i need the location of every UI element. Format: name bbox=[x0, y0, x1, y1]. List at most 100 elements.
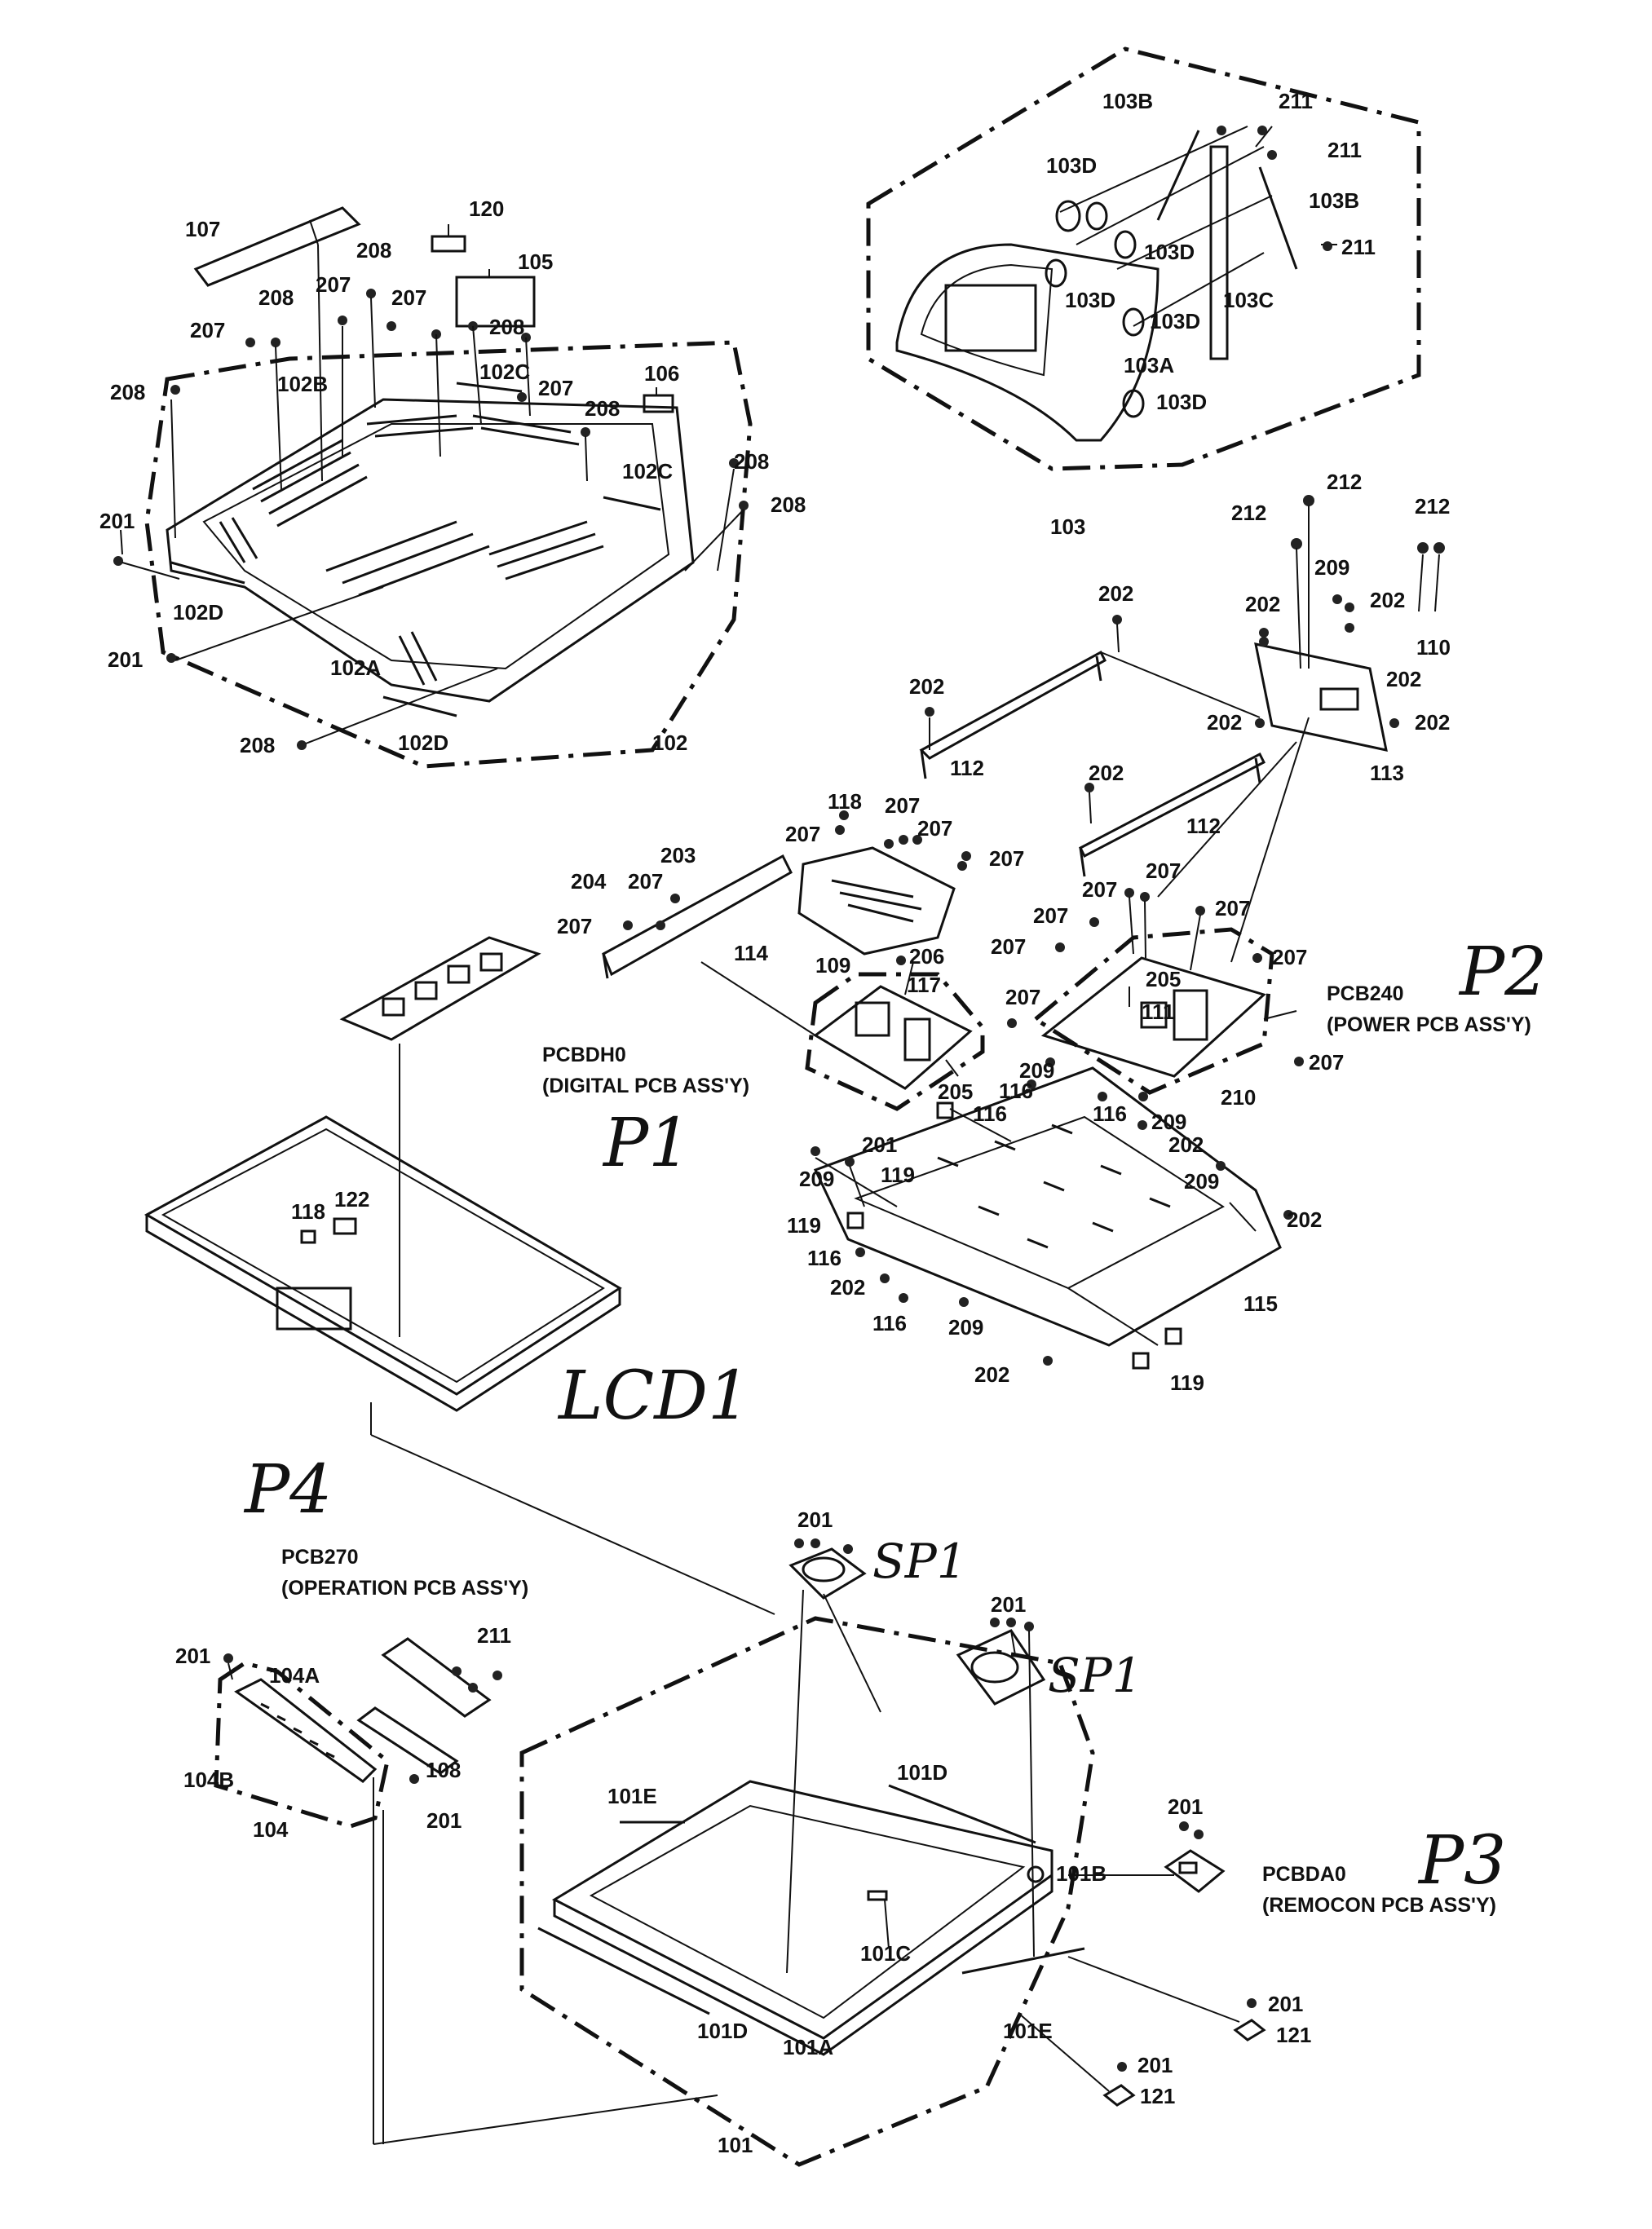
handwritten-p4: P4 bbox=[243, 1451, 332, 1529]
label-104: 104 bbox=[253, 1817, 289, 1842]
label-207: 207 bbox=[1146, 858, 1181, 883]
front-bezel-101a bbox=[551, 1780, 1053, 2040]
label-105 bbox=[455, 276, 536, 328]
label-208: 208 bbox=[771, 492, 806, 517]
power-pcb-group bbox=[1007, 888, 1304, 1095]
label-105: 105 bbox=[518, 249, 553, 274]
handwritten-sp1: SP1 bbox=[872, 1534, 967, 1589]
label-116: 116 bbox=[872, 1311, 907, 1335]
label-212: 212 bbox=[1327, 470, 1362, 494]
label-109: 109 bbox=[815, 953, 850, 978]
power-pcb-boundary bbox=[1031, 927, 1274, 1095]
chassis-brackets bbox=[602, 810, 971, 979]
label-207: 207 bbox=[316, 272, 351, 297]
label-201: 201 bbox=[426, 1808, 462, 1833]
label-207: 207 bbox=[1272, 945, 1307, 969]
handwritten-lcd1: LCD1 bbox=[557, 1357, 750, 1435]
bracket-114 bbox=[602, 854, 793, 977]
label-121: 121 bbox=[1276, 2023, 1311, 2047]
label-212: 212 bbox=[1415, 494, 1450, 519]
label-122: 122 bbox=[334, 1187, 369, 1212]
label-207: 207 bbox=[190, 318, 225, 342]
label-201: 201 bbox=[991, 1592, 1026, 1617]
label-201: 201 bbox=[175, 1644, 210, 1668]
label-101b: 101B bbox=[1056, 1861, 1106, 1886]
stand-rod-103b bbox=[1156, 130, 1200, 221]
label-101c: 101C bbox=[860, 1941, 911, 1966]
main-chassis-115 bbox=[811, 1057, 1293, 1370]
label-207: 207 bbox=[1309, 1050, 1344, 1075]
label-202: 202 bbox=[830, 1275, 865, 1300]
label-102b: 102B bbox=[277, 372, 328, 396]
label-104a: 104A bbox=[269, 1663, 320, 1688]
pcbda0-name: (REMOCON PCB ASS'Y) bbox=[1262, 1894, 1496, 1917]
label-202: 202 bbox=[1415, 710, 1450, 735]
label-201: 201 bbox=[862, 1132, 897, 1157]
label-102: 102 bbox=[652, 730, 687, 755]
handwritten-p1: P1 bbox=[602, 1105, 691, 1182]
front-cabinet-boundary bbox=[519, 1616, 1095, 2167]
label-108: 108 bbox=[426, 1758, 461, 1782]
label-201: 201 bbox=[797, 1507, 833, 1532]
label-207: 207 bbox=[989, 846, 1024, 871]
label-207: 207 bbox=[391, 285, 426, 310]
bracket-121-lower bbox=[1102, 2084, 1136, 2107]
handwritten-p2: P2 bbox=[1458, 934, 1547, 1011]
label-210: 210 bbox=[1221, 1085, 1256, 1110]
label-208: 208 bbox=[356, 238, 391, 263]
label-201: 201 bbox=[1137, 2053, 1173, 2077]
label-101a: 101A bbox=[783, 2035, 833, 2059]
handwritten-p3: P3 bbox=[1417, 1822, 1506, 1900]
label-201: 201 bbox=[99, 509, 135, 533]
lcd-panel bbox=[144, 1115, 622, 1396]
label-206: 206 bbox=[909, 944, 944, 969]
speakers-group bbox=[786, 1538, 1046, 1974]
label-202: 202 bbox=[909, 674, 944, 699]
label-202: 202 bbox=[1245, 592, 1280, 616]
bracket-112-lower bbox=[1078, 752, 1266, 858]
label-119: 119 bbox=[1170, 1371, 1204, 1395]
rear-cabinet-group bbox=[113, 206, 753, 769]
label-202: 202 bbox=[1386, 667, 1421, 691]
label-209: 209 bbox=[1184, 1169, 1219, 1194]
label-208: 208 bbox=[489, 315, 524, 339]
label-103: 103 bbox=[1050, 514, 1085, 539]
label-207: 207 bbox=[557, 914, 592, 938]
label-121: 121 bbox=[1140, 2084, 1175, 2108]
label-211: 211 bbox=[1279, 89, 1313, 113]
label-112: 112 bbox=[950, 756, 984, 780]
label-207: 207 bbox=[628, 869, 663, 894]
label-202: 202 bbox=[1370, 588, 1405, 612]
label-201: 201 bbox=[108, 647, 143, 672]
label-102c: 102C bbox=[479, 360, 530, 384]
label-207: 207 bbox=[991, 934, 1026, 959]
label-120 bbox=[431, 235, 466, 253]
handwritten-annotations: P1 P2 P3 P4 LCD1 SP1 SP1 bbox=[243, 934, 1547, 1900]
pcbda0-code: PCBDA0 bbox=[1262, 1863, 1346, 1886]
label-101d: 101D bbox=[897, 1760, 947, 1785]
operation-group bbox=[214, 1637, 718, 2145]
handwritten-sp1: SP1 bbox=[1048, 1648, 1142, 1703]
chassis-plate bbox=[813, 1066, 1282, 1347]
button-bar-104a bbox=[234, 1678, 378, 1783]
label-117: 117 bbox=[907, 973, 941, 997]
pcbdh0-name: (DIGITAL PCB ASS'Y) bbox=[542, 1075, 749, 1097]
label-103b: 103B bbox=[1309, 188, 1359, 213]
label-208: 208 bbox=[258, 285, 294, 310]
label-114: 114 bbox=[734, 941, 768, 965]
label-102a: 102A bbox=[330, 655, 381, 680]
label-102c: 102C bbox=[622, 459, 673, 483]
stand-base-103a bbox=[895, 243, 1159, 442]
label-211: 211 bbox=[477, 1623, 511, 1648]
key-holder-108 bbox=[356, 1706, 459, 1775]
label-118: 118 bbox=[291, 1199, 325, 1224]
label-205: 205 bbox=[1146, 967, 1181, 991]
operation-pcb-board bbox=[381, 1637, 492, 1718]
label-211: 211 bbox=[1341, 235, 1376, 259]
label-103d: 103D bbox=[1156, 390, 1207, 414]
label-202: 202 bbox=[1098, 581, 1133, 606]
label-116: 116 bbox=[1093, 1101, 1127, 1126]
label-209: 209 bbox=[948, 1315, 983, 1340]
label-107: 107 bbox=[185, 217, 220, 241]
label-202: 202 bbox=[1089, 761, 1124, 785]
